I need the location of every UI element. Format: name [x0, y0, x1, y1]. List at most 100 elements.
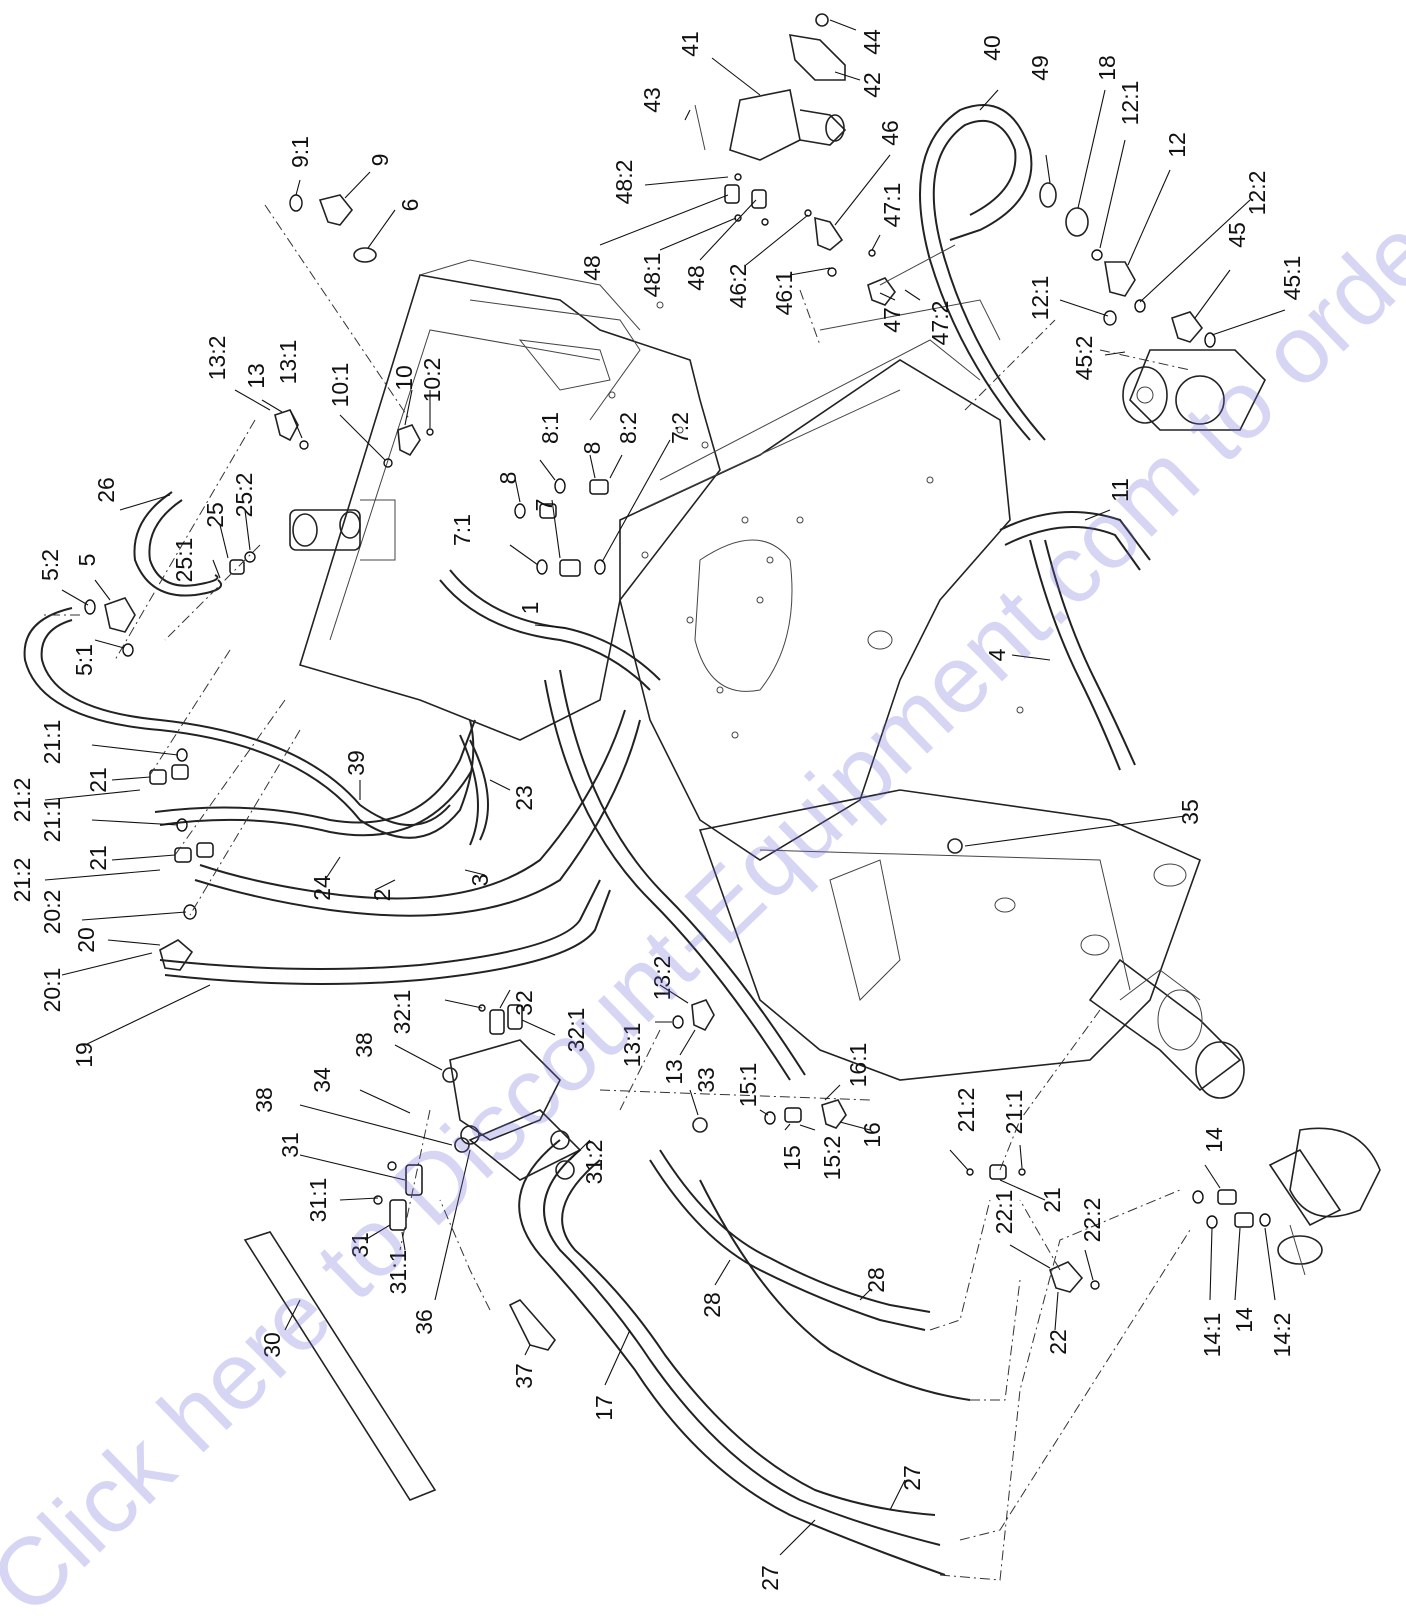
callout-17: 17 [591, 1395, 617, 1421]
callout-13-1-bottom: 13:1 [619, 1023, 645, 1068]
callout-6: 6 [397, 199, 423, 212]
callout-46-2: 46:2 [725, 264, 751, 309]
callout-33: 33 [693, 1067, 719, 1093]
leader-lines [44, 19, 1286, 1556]
callout-10-2: 10:2 [419, 358, 445, 403]
callout-8-b: 8 [495, 472, 521, 485]
hose-28 [649, 1149, 971, 1401]
callout-2: 2 [369, 889, 395, 902]
hose-19 [159, 879, 611, 985]
callout-16: 16 [859, 1122, 885, 1148]
callout-labels: 44 41 42 40 49 18 12:1 12 12:2 45 45:1 4… [9, 29, 1305, 1591]
hose-4 [1029, 539, 1136, 771]
callout-12-2: 12:2 [1244, 171, 1270, 216]
pump [1122, 349, 1266, 431]
main-frame [289, 259, 1381, 1276]
callout-5-1: 5:1 [71, 644, 97, 676]
callout-12-1-bottom: 12:1 [1027, 276, 1053, 321]
callout-21-b: 21 [85, 845, 111, 871]
hose-11 [999, 511, 1151, 571]
callout-25-1: 25:1 [171, 538, 197, 583]
callout-14-b: 14 [1231, 1307, 1257, 1333]
callout-35: 35 [1177, 799, 1203, 825]
callout-38-b: 38 [251, 1087, 277, 1113]
callout-44: 44 [859, 29, 885, 55]
callout-12: 12 [1164, 132, 1190, 158]
callout-48-2: 48:2 [611, 160, 637, 205]
callout-46-1: 46:1 [771, 271, 797, 316]
callout-43: 43 [639, 87, 665, 113]
callout-19: 19 [71, 1042, 97, 1068]
callout-25: 25 [202, 502, 228, 528]
callout-48-a: 48 [579, 255, 605, 281]
callout-20-1: 20:1 [39, 968, 65, 1013]
control-valve [289, 499, 396, 561]
callout-21-1-a: 21:1 [39, 720, 65, 765]
callout-48-b: 48 [683, 265, 709, 291]
callout-31-1-a: 31:1 [305, 1178, 331, 1223]
callout-26: 26 [93, 477, 119, 503]
callout-20: 20 [73, 927, 99, 953]
callout-9-1: 9:1 [287, 136, 313, 168]
callout-42: 42 [859, 72, 885, 98]
callout-15: 15 [779, 1145, 805, 1171]
callout-31-a: 31 [277, 1132, 303, 1158]
callout-21-1-c: 21:1 [1001, 1090, 1027, 1135]
callout-32: 32 [511, 990, 537, 1016]
callout-5: 5 [74, 554, 100, 567]
hose-26 [133, 491, 223, 597]
callout-5-2: 5:2 [37, 549, 63, 581]
callout-32-1-a: 32:1 [389, 990, 415, 1035]
callout-21-2-c: 21:2 [953, 1088, 979, 1133]
callout-20-2: 20:2 [39, 890, 65, 935]
callout-40: 40 [979, 35, 1005, 61]
callout-8-1: 8:1 [537, 412, 563, 444]
callout-21-a: 21 [85, 767, 111, 793]
callout-22: 22 [1045, 1329, 1071, 1355]
callout-14-1: 14:1 [1199, 1313, 1225, 1358]
callout-45: 45 [1224, 222, 1250, 248]
callout-28-b: 28 [863, 1267, 889, 1293]
hose-23 [459, 734, 489, 846]
callout-37: 37 [511, 1363, 537, 1389]
hoses [23, 104, 1151, 1576]
fittings [84, 13, 1271, 1501]
callout-9: 9 [367, 154, 393, 167]
callout-47: 47 [879, 307, 905, 333]
hose-27 [518, 1139, 946, 1576]
callout-47-1: 47:1 [879, 183, 905, 228]
callout-3: 3 [467, 874, 493, 887]
frame-holes [608, 301, 1024, 739]
callout-13-2-top: 13:2 [204, 336, 230, 381]
wheel-motor [1268, 1127, 1381, 1276]
callout-49: 49 [1027, 55, 1053, 81]
callout-4: 4 [984, 648, 1010, 661]
valve-block-41 [694, 13, 847, 161]
callout-22-1: 22:1 [991, 1190, 1017, 1235]
callout-36: 36 [411, 1309, 437, 1335]
callout-28-a: 28 [699, 1292, 725, 1318]
callout-23: 23 [511, 785, 537, 811]
callout-14-a: 14 [1201, 1127, 1227, 1153]
callout-21-c: 21 [1039, 1187, 1065, 1213]
callout-31-b: 31 [347, 1232, 373, 1258]
callout-7: 7 [531, 499, 557, 512]
callout-10: 10 [391, 365, 417, 391]
callout-16-1: 16:1 [845, 1043, 871, 1088]
callout-24: 24 [309, 875, 335, 901]
callout-13-bottom: 13 [661, 1059, 687, 1085]
callout-31-1-b: 31:1 [385, 1250, 411, 1295]
callout-12-1-top: 12:1 [1117, 81, 1143, 126]
assembly-lines [40, 204, 1191, 1581]
callout-27-b: 27 [757, 1565, 783, 1591]
callout-45-2: 45:2 [1071, 336, 1097, 381]
hose-39 [23, 607, 475, 839]
callout-21-2-a: 21:2 [9, 778, 35, 823]
callout-1: 1 [517, 602, 543, 615]
callout-8-2: 8:2 [615, 412, 641, 444]
callout-15-2: 15:2 [819, 1136, 845, 1181]
hose-16-feed [544, 669, 806, 1081]
callout-13-1-top: 13:1 [275, 340, 301, 385]
callout-8-a: 8 [579, 442, 605, 455]
hose-2 [194, 719, 641, 917]
